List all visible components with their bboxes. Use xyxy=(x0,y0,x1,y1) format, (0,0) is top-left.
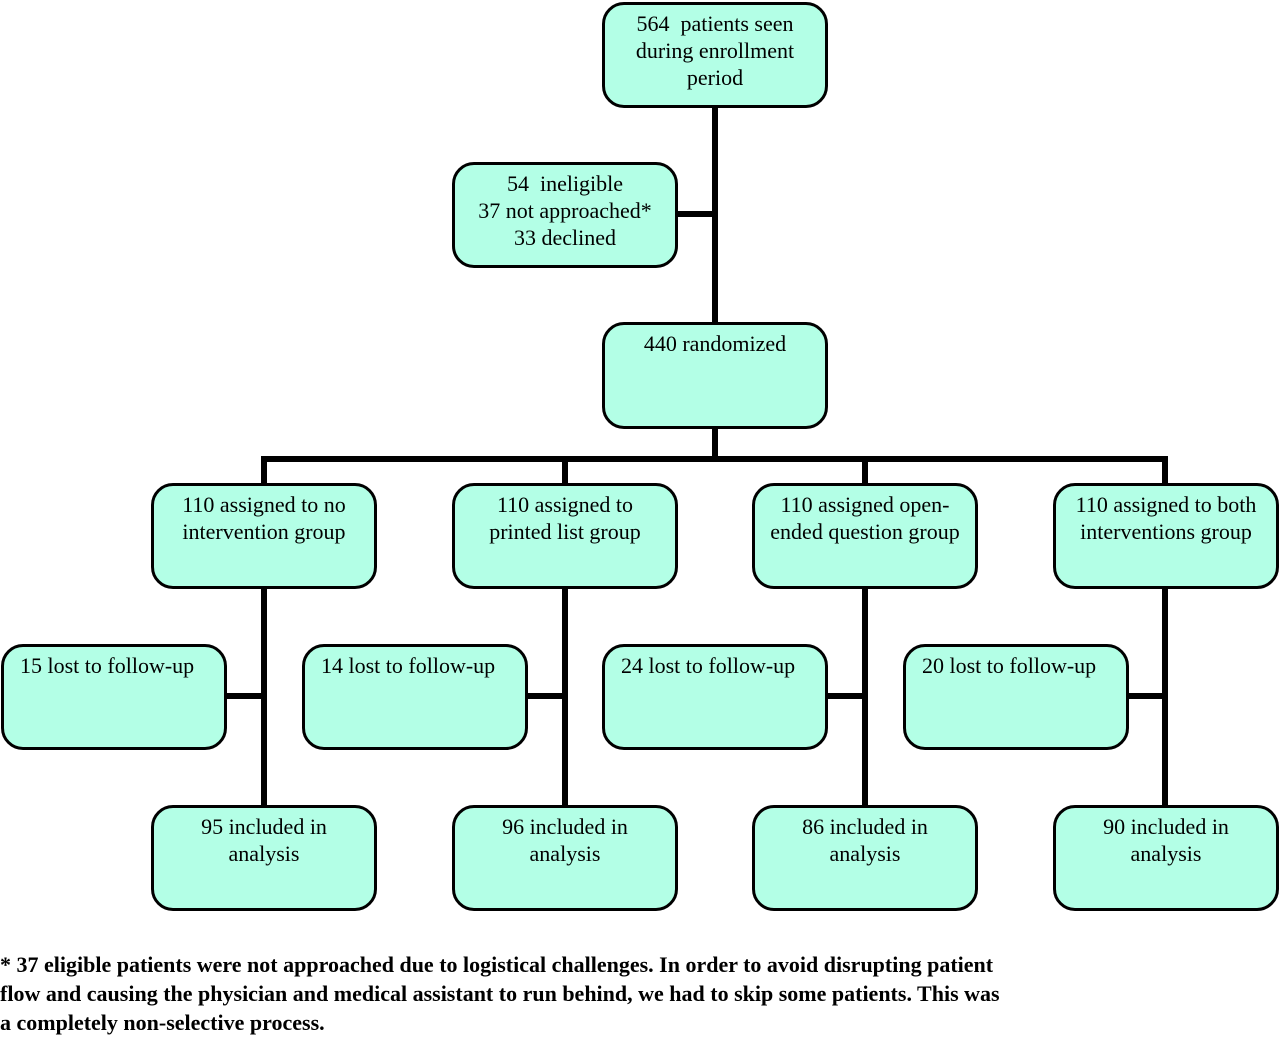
arm-analyzed-text-line: analysis xyxy=(829,841,901,866)
arm-lost-text-line: 24 lost to follow-up xyxy=(621,653,796,678)
footnote-line: * 37 eligible patients were not approach… xyxy=(0,952,994,977)
footnote-line: flow and causing the physician and medic… xyxy=(0,981,1000,1006)
enrollment-text-line: during enrollment xyxy=(635,38,795,63)
arm-analyzed-text-line: 90 included in xyxy=(1103,814,1229,839)
arm-assigned-text-line: ended question group xyxy=(770,519,960,544)
arm-3-lost-box: 24 lost to follow-up xyxy=(602,644,828,750)
arm-assigned-text-line: 110 assigned to both xyxy=(1075,492,1257,517)
arm-analyzed-text-line: 95 included in xyxy=(201,814,327,839)
randomized-text-line: 440 randomized xyxy=(643,331,787,356)
footnote: * 37 eligible patients were not approach… xyxy=(0,950,1260,1037)
arm-4-assigned-box: 110 assigned to both interventions group xyxy=(1053,483,1279,589)
arm-2-assigned-box: 110 assigned to printed list group xyxy=(452,483,678,589)
arm-assigned-text-line: 110 assigned open- xyxy=(780,492,950,517)
arm-lost-text-line: 14 lost to follow-up xyxy=(321,653,496,678)
arm-2-analyzed-box: 96 included in analysis xyxy=(452,805,678,911)
randomized-box: 440 randomized xyxy=(602,322,828,429)
arm-analyzed-text-line: 86 included in xyxy=(802,814,928,839)
arm-assigned-text-line: 110 assigned to xyxy=(496,492,634,517)
arm-assigned-text-line: 110 assigned to no xyxy=(182,492,346,517)
enrollment-text-line: period xyxy=(686,65,744,90)
arm-2-lost-box: 14 lost to follow-up xyxy=(302,644,528,750)
arm-4-lost-box: 20 lost to follow-up xyxy=(903,644,1129,750)
arm-analyzed-text-line: 96 included in xyxy=(502,814,628,839)
arm-analyzed-text-line: analysis xyxy=(228,841,300,866)
arm-analyzed-text-line: analysis xyxy=(529,841,601,866)
excluded-text-line: 33 declined xyxy=(513,225,617,250)
arm-lost-text-line: 20 lost to follow-up xyxy=(922,653,1097,678)
excluded-text-line: 37 not approached* xyxy=(478,198,652,223)
arm-1-assigned-box: 110 assigned to no intervention group xyxy=(151,483,377,589)
arm-1-lost-box: 15 lost to follow-up xyxy=(1,644,227,750)
arm-1-analyzed-box: 95 included in analysis xyxy=(151,805,377,911)
footnote-line: a completely non-selective process. xyxy=(0,1010,325,1035)
arm-analyzed-text-line: analysis xyxy=(1130,841,1202,866)
enrollment-text-line: 564 patients seen xyxy=(636,11,794,36)
arm-lost-text-line: 15 lost to follow-up xyxy=(20,653,195,678)
arm-3-analyzed-box: 86 included in analysis xyxy=(752,805,978,911)
excluded-text-line: 54 ineligible xyxy=(506,171,624,196)
arm-assigned-text-line: printed list group xyxy=(489,519,641,544)
enrollment-box: 564 patients seen during enrollment peri… xyxy=(602,2,828,108)
arm-4-analyzed-box: 90 included in analysis xyxy=(1053,805,1279,911)
excluded-box: 54 ineligible 37 not approached* 33 decl… xyxy=(452,162,678,268)
arm-assigned-text-line: intervention group xyxy=(182,519,346,544)
arm-3-assigned-box: 110 assigned open- ended question group xyxy=(752,483,978,589)
arm-assigned-text-line: interventions group xyxy=(1080,519,1252,544)
